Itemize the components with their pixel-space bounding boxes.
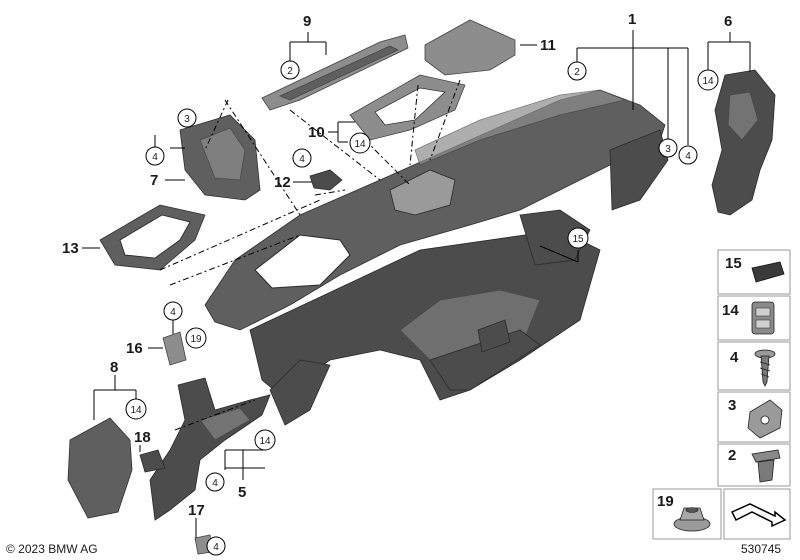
centre-vent-frame xyxy=(349,74,466,141)
label-17: 17 xyxy=(188,502,205,519)
small-bracket xyxy=(309,169,343,191)
circle-label-4-left: 4 xyxy=(152,152,158,163)
left-trim-cover xyxy=(179,114,261,201)
circle-label-4-base: 4 xyxy=(213,542,219,553)
svg-text:3: 3 xyxy=(728,397,736,414)
label-9: 9 xyxy=(303,13,311,30)
assembly-lines xyxy=(159,79,461,431)
svg-text:15: 15 xyxy=(725,255,742,272)
circle-label-14-left: 14 xyxy=(130,405,142,416)
callout-numbers: 9 11 1 6 10 7 12 13 16 8 18 5 17 xyxy=(62,11,732,519)
label-18: 18 xyxy=(134,429,151,446)
dashboard-carrier xyxy=(204,89,669,426)
legend-item-3: 3 xyxy=(717,391,791,443)
screw-icon xyxy=(754,349,776,387)
label-8: 8 xyxy=(110,359,118,376)
circle-label-15: 15 xyxy=(572,234,584,245)
spring-nut-icon xyxy=(747,399,783,439)
legend-item-14: 14 xyxy=(717,295,791,341)
top-vent-strip xyxy=(261,34,409,111)
circle-label-3-left: 3 xyxy=(184,114,190,125)
clip-18 xyxy=(139,449,166,473)
copyright-text: © 2023 BMW AG xyxy=(6,542,98,556)
label-11: 11 xyxy=(540,37,556,54)
circle-label-2-top: 2 xyxy=(287,66,293,77)
circle-label-14-right: 14 xyxy=(702,76,714,87)
circled-callouts: 2 2 3 4 14 3 4 14 4 15 4 19 14 14 4 4 xyxy=(125,60,719,556)
legend: 15 14 4 3 xyxy=(652,249,791,540)
circle-label-14-centre: 14 xyxy=(354,139,366,150)
leader-lines xyxy=(82,30,751,538)
display-frame xyxy=(99,204,206,271)
label-7: 7 xyxy=(150,172,158,189)
label-1: 1 xyxy=(628,11,636,28)
legend-item-2: 2 xyxy=(717,443,791,487)
svg-text:19: 19 xyxy=(657,493,674,510)
next-page-arrow-icon xyxy=(730,503,787,528)
left-side-panel xyxy=(67,417,133,519)
circle-label-19: 19 xyxy=(190,334,202,345)
expanding-clip-icon xyxy=(751,449,781,483)
next-page-tile xyxy=(723,488,791,540)
circle-label-4-bottom: 4 xyxy=(212,478,218,489)
legend-item-15: 15 xyxy=(717,249,791,295)
circle-label-4-lower: 4 xyxy=(170,307,176,318)
label-10: 10 xyxy=(308,124,325,141)
foam-pad-icon xyxy=(751,261,785,283)
circle-label-14-lower: 14 xyxy=(259,436,271,447)
circle-label-2-right: 2 xyxy=(574,67,580,78)
knee-bolster-bracket xyxy=(149,377,271,521)
label-13: 13 xyxy=(62,240,79,257)
diagram-id: 530745 xyxy=(741,542,781,556)
circle-label-3-right: 3 xyxy=(665,144,671,155)
circle-label-4-centre: 4 xyxy=(299,154,305,165)
label-16: 16 xyxy=(126,340,143,357)
label-5: 5 xyxy=(238,484,246,501)
hex-nut-icon xyxy=(673,507,711,532)
legend-item-4: 4 xyxy=(717,341,791,391)
cover-panel xyxy=(424,19,516,76)
circle-label-4-right: 4 xyxy=(685,151,691,162)
svg-text:14: 14 xyxy=(722,302,739,319)
label-12: 12 xyxy=(274,174,291,191)
label-6: 6 xyxy=(724,13,732,30)
legend-item-19: 19 xyxy=(652,488,722,540)
right-side-bracket xyxy=(711,69,776,216)
svg-text:4: 4 xyxy=(730,349,739,366)
svg-text:2: 2 xyxy=(728,447,736,464)
clip-icon xyxy=(751,301,775,335)
bracket-16 xyxy=(162,331,187,366)
